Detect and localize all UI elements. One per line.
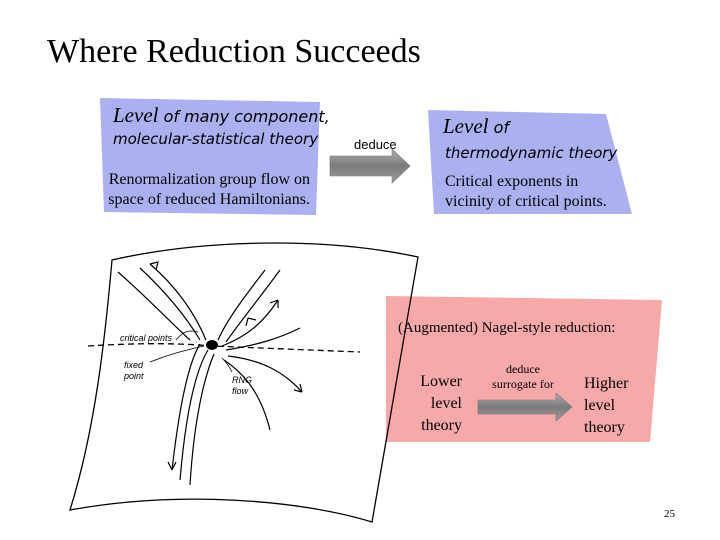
lower-line1: Lower	[420, 373, 462, 390]
rg-flow-figure	[69, 242, 419, 523]
right-level-word: Level	[443, 114, 489, 138]
rng-flow-label-1: RNG	[232, 375, 252, 385]
higher-line3: theory	[584, 419, 625, 436]
rng-flow-label-2: flow	[232, 386, 249, 396]
higher-line1: Higher	[584, 375, 629, 392]
left-level-word: Level	[113, 103, 159, 127]
right-level-subheading: thermodynamic theory	[445, 144, 618, 162]
page-number: 25	[664, 508, 675, 520]
right-desc-line1: Critical exponents in	[445, 173, 579, 190]
left-level-subheading: molecular-statistical theory	[113, 130, 319, 148]
left-level-heading: Level of many component,	[113, 103, 330, 128]
left-desc-line2: space of reduced Hamiltonians.	[108, 191, 310, 208]
fixed-point-label-2: point	[124, 371, 144, 381]
deduce-surrogate-line1: deduce	[506, 362, 540, 376]
nagel-title: (Augmented) Nagel-style reduction:	[398, 320, 616, 336]
rng-flow-label: RNG flow	[232, 375, 252, 397]
right-level-heading: Level of	[443, 114, 509, 139]
right-level-description: Critical exponents in vicinity of critic…	[445, 172, 645, 212]
higher-level-theory: Higher level theory	[584, 373, 644, 439]
lower-level-theory: Lower level theory	[400, 371, 462, 437]
left-level-box	[100, 98, 320, 215]
lower-line3: theory	[421, 417, 462, 434]
deduce-surrogate-label: deduce surrogate for	[478, 362, 568, 392]
right-level-box	[428, 110, 632, 214]
right-level-rest: of	[488, 118, 509, 137]
left-desc-line1: Renormalization group flow on	[108, 171, 310, 188]
bottom-deduce-arrow	[477, 392, 573, 422]
slide-title: Where Reduction Succeeds	[47, 33, 421, 70]
left-level-description: Renormalization group flow on space of r…	[70, 170, 310, 210]
top-deduce-arrow	[329, 148, 411, 184]
deduce-surrogate-line2: surrogate for	[492, 377, 554, 391]
fixed-point-label-1: fixed	[124, 360, 144, 370]
top-arrow-label: deduce	[354, 137, 397, 152]
fixed-point-dot	[206, 340, 218, 350]
fixed-point-label: fixed point	[124, 360, 144, 382]
critical-points-label: critical points	[120, 333, 173, 343]
sheet-outline	[69, 242, 419, 523]
right-desc-line2: vicinity of critical points.	[445, 193, 607, 210]
higher-line2: level	[584, 397, 616, 414]
left-level-rest: of many component,	[158, 107, 330, 126]
lower-line2: level	[430, 395, 462, 412]
nagel-box	[386, 296, 662, 442]
